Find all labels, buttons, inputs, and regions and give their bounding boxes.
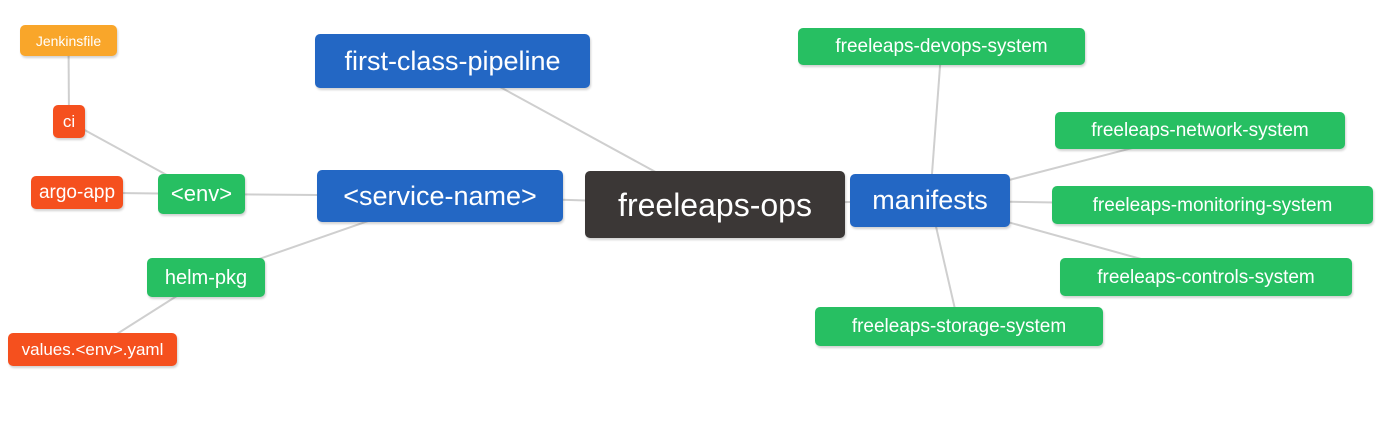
- node-manifests[interactable]: manifests: [850, 174, 1010, 227]
- node-service-name[interactable]: <service-name>: [317, 170, 563, 222]
- node-ci[interactable]: ci: [53, 105, 85, 138]
- node-argo-app[interactable]: argo-app: [31, 176, 123, 209]
- node-helm-pkg[interactable]: helm-pkg: [147, 258, 265, 297]
- node-freeleaps-devops-system[interactable]: freeleaps-devops-system: [798, 28, 1085, 65]
- node-freeleaps-storage-system[interactable]: freeleaps-storage-system: [815, 307, 1103, 346]
- node-freeleaps-network-system[interactable]: freeleaps-network-system: [1055, 112, 1345, 149]
- node-freeleaps-ops-root[interactable]: freeleaps-ops: [585, 171, 845, 238]
- node-freeleaps-monitoring-system[interactable]: freeleaps-monitoring-system: [1052, 186, 1373, 224]
- node-jenkinsfile[interactable]: Jenkinsfile: [20, 25, 117, 56]
- node-env[interactable]: <env>: [158, 174, 245, 214]
- node-values-env-yaml[interactable]: values.<env>.yaml: [8, 333, 177, 366]
- node-freeleaps-controls-system[interactable]: freeleaps-controls-system: [1060, 258, 1352, 296]
- node-first-class-pipeline[interactable]: first-class-pipeline: [315, 34, 590, 88]
